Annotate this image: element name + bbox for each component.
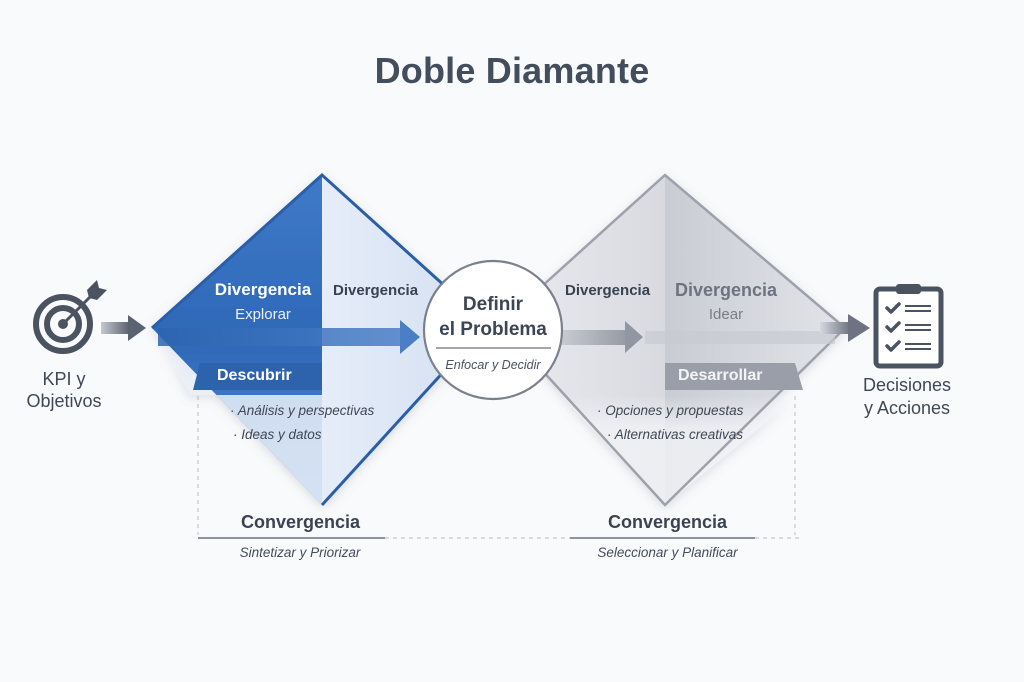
develop-divergence-label: Divergencia	[565, 282, 651, 299]
discover-explore-label: Explorar	[235, 306, 291, 323]
develop-bullet: · Opciones y propuestas	[597, 403, 744, 418]
define-problem-circle	[422, 259, 564, 401]
dashed-guides	[197, 396, 800, 539]
flow-arrow-discover	[158, 320, 420, 354]
phase-tag-discover: Descubrir	[217, 367, 292, 384]
discover-bullet: · Análisis y perspectivas	[230, 403, 375, 418]
diamond-develop-fade	[560, 395, 800, 505]
develop-convergence-sub: Seleccionar y Planificar	[597, 545, 738, 560]
input-arrow	[101, 315, 146, 341]
define-problem-subtitle: Enfocar y Decidir	[445, 358, 541, 372]
clipboard-checklist-icon	[873, 284, 944, 369]
phase-tag-develop: Desarrollar	[678, 367, 763, 384]
discover-divergence-secondary-label: Divergencia	[333, 282, 419, 299]
develop-divergence-secondary-label: Divergencia	[674, 280, 778, 300]
define-problem-title: Definir el Problema	[439, 294, 547, 340]
phase-tag-develop-bg	[665, 363, 803, 390]
diamond-discover-bottom-edge	[320, 366, 449, 507]
output-arrow	[820, 314, 870, 342]
discover-bullet: · Ideas y datos	[233, 427, 322, 442]
diamond-discover-fade	[152, 328, 322, 505]
develop-convergence-label: Convergencia	[607, 512, 728, 532]
discover-convergence-sub: Sintetizar y Priorizar	[239, 545, 361, 560]
diamond-discover-top-edge	[150, 172, 449, 330]
flow-arrow-develop	[560, 321, 835, 353]
input-label: KPI y Objetivos	[26, 369, 102, 411]
develop-bullet: · Alternativas creativas	[607, 427, 744, 442]
discover-convergence-label: Convergencia	[240, 512, 361, 532]
output-label: Decisiones y Acciones	[862, 375, 952, 418]
target-icon	[33, 280, 107, 354]
phase-tag-discover-bg	[193, 363, 322, 390]
discover-divergence-label: Divergencia	[214, 280, 312, 299]
develop-ideate-label: Idear	[708, 306, 744, 323]
diagram-title: Doble Diamante	[374, 50, 650, 91]
